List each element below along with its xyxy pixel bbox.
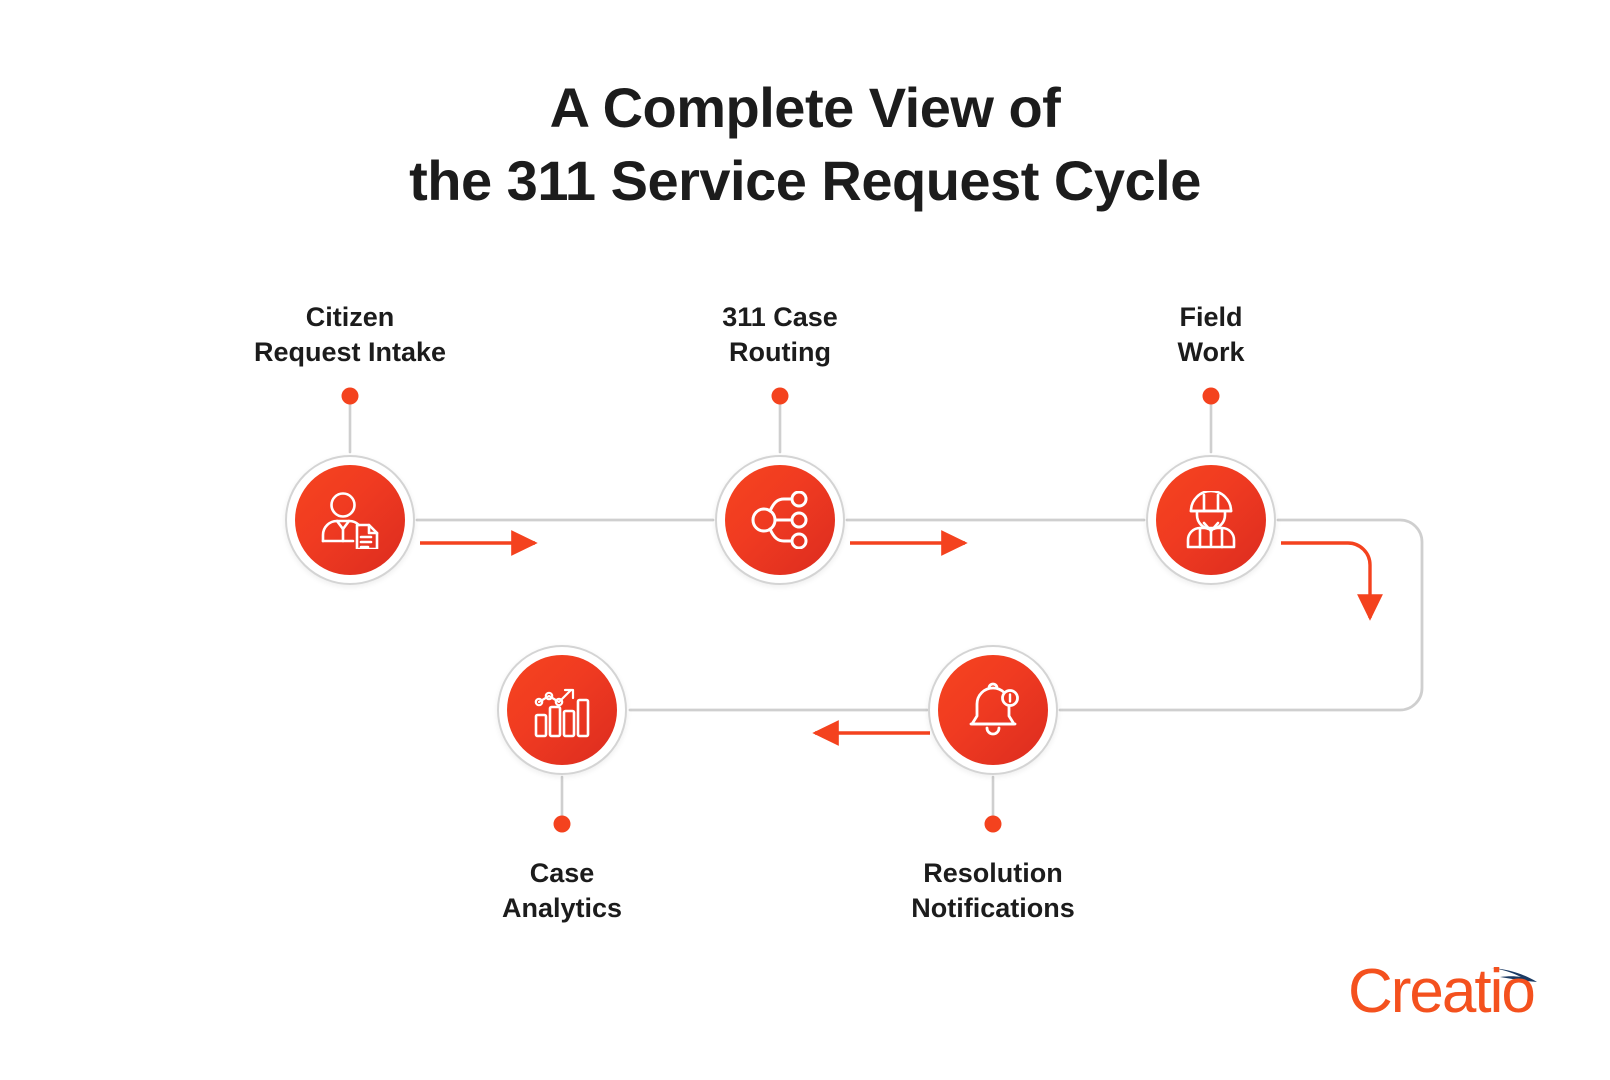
label-stems-top <box>348 396 1213 454</box>
step-node-case-routing[interactable] <box>715 455 845 585</box>
creatio-wordmark: Creatio <box>1348 957 1534 1022</box>
node-disc <box>725 465 835 575</box>
stem-dots <box>341 387 1220 833</box>
node-disc <box>507 655 617 765</box>
label-stems-bottom <box>560 775 995 822</box>
case-routing-icon <box>751 491 808 549</box>
stem-dot-3 <box>1202 387 1220 405</box>
arrow-3-4 <box>1281 541 1383 621</box>
step-node-case-analytics[interactable] <box>497 645 627 775</box>
case-analytics-icon <box>534 688 590 738</box>
step-node-field-work[interactable] <box>1146 455 1276 585</box>
step-label-4: Resolution Notifications <box>911 858 1075 924</box>
stem-dot-4 <box>984 815 1002 833</box>
citizen-request-icon <box>321 492 379 549</box>
step-node-resolution-notifications[interactable] <box>928 645 1058 775</box>
node-disc <box>1156 465 1266 575</box>
creatio-logo: Creatio <box>1348 946 1568 1022</box>
notification-bell-icon <box>969 682 1019 736</box>
track-3-4 <box>1058 518 1424 712</box>
stem-dot-1 <box>341 387 359 405</box>
field-worker-icon <box>1186 491 1236 549</box>
swoosh-icon <box>1491 968 1537 982</box>
step-node-citizen-request-intake[interactable] <box>285 455 415 585</box>
node-disc <box>938 655 1048 765</box>
stem-dot-2 <box>771 387 789 405</box>
step-label-1: Citizen Request Intake <box>253 302 447 368</box>
stem-dot-5 <box>553 815 571 833</box>
step-label-5: Case Analytics <box>501 858 623 924</box>
node-disc <box>295 465 405 575</box>
step-label-2: 311 Case Routing <box>722 302 838 368</box>
page-title: A Complete View of the 311 Service Reque… <box>409 76 1201 212</box>
flow-arrows-red <box>420 530 1383 746</box>
flow-track-gray <box>415 518 1424 712</box>
step-label-3: Field Work <box>1177 302 1245 368</box>
